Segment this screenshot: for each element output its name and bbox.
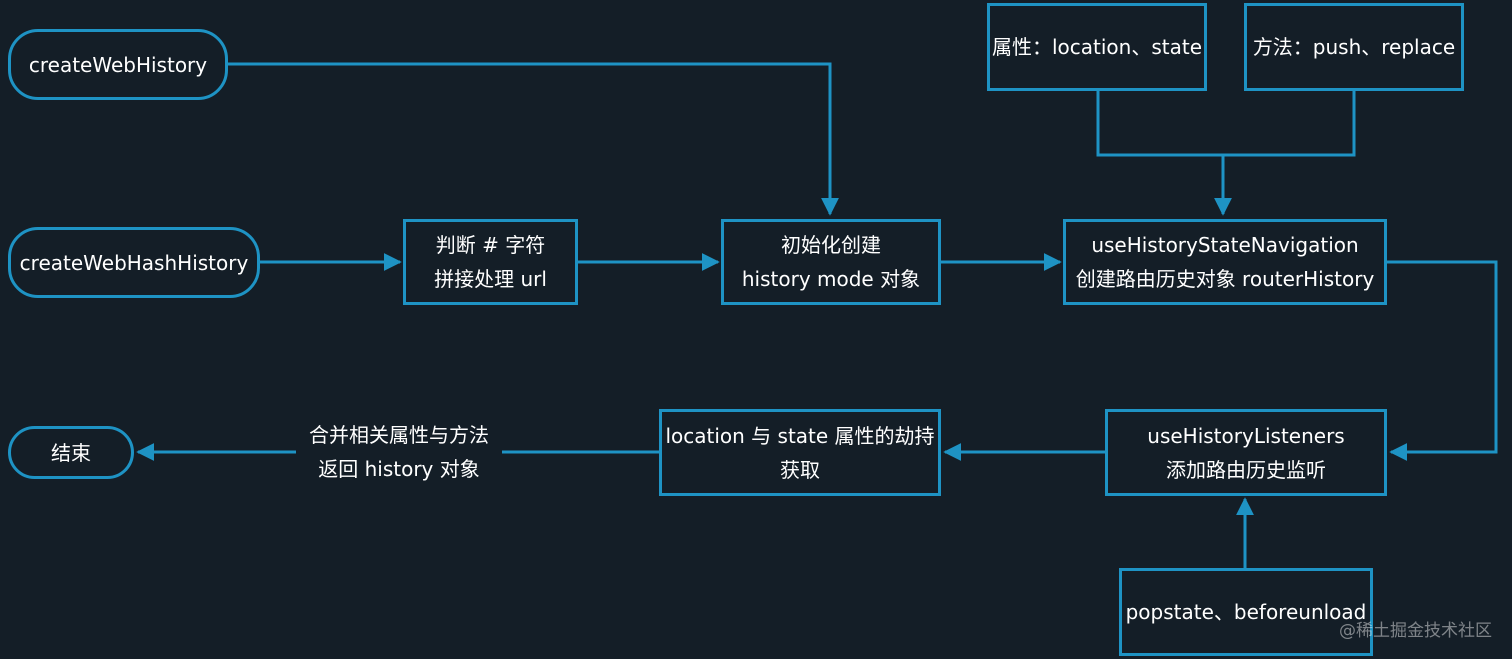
- end-label: 结束: [51, 440, 91, 465]
- create-web-history-node: createWebHistory: [8, 29, 228, 100]
- hash-check-line-2: 拼接处理 url: [434, 267, 547, 291]
- hijack-node: location 与 state 属性的劫持 获取: [659, 409, 941, 496]
- init-create-line-1: 初始化创建: [781, 233, 881, 257]
- use-listeners-line-1: useHistoryListeners: [1147, 423, 1345, 448]
- hash-check-line-1: 判断 # 字符: [435, 233, 546, 257]
- create-web-history-label: createWebHistory: [28, 52, 208, 77]
- watermark: @稀土掘金技术社区: [1339, 621, 1492, 641]
- init-create-line-2: history mode 对象: [741, 267, 921, 291]
- edge-navigation-to-listeners: [1387, 260, 1498, 461]
- use-listeners-node: useHistoryListeners 添加路由历史监听: [1105, 409, 1387, 496]
- hijack-line-1: location 与 state 属性的劫持: [665, 423, 935, 448]
- create-web-hash-history-label: createWebHashHistory: [19, 250, 249, 275]
- create-web-hash-history-node: createWebHashHistory: [8, 227, 260, 298]
- methods-node: 方法：push、replace: [1244, 3, 1464, 91]
- use-state-navigation-line-1: useHistoryStateNavigation: [1091, 233, 1359, 257]
- use-state-navigation-node: useHistoryStateNavigation 创建路由历史对象 route…: [1063, 219, 1387, 305]
- methods-label: 方法：push、replace: [1252, 35, 1456, 59]
- merge-return-line-2: 返回 history 对象: [318, 457, 480, 481]
- end-node: 结束: [8, 426, 134, 479]
- events-label: popstate、beforeunload: [1125, 600, 1367, 624]
- use-state-navigation-line-2: 创建路由历史对象 routerHistory: [1075, 267, 1375, 291]
- hijack-line-2: 获取: [780, 457, 820, 482]
- edge-attributes-join: [1096, 91, 1356, 157]
- init-create-node: 初始化创建 history mode 对象: [721, 219, 941, 305]
- hash-check-node: 判断 # 字符 拼接处理 url: [403, 219, 578, 305]
- attributes-label: 属性：location、state: [991, 35, 1203, 59]
- merge-return-line-1: 合并相关属性与方法: [309, 423, 489, 447]
- use-listeners-line-2: 添加路由历史监听: [1166, 457, 1326, 482]
- merge-return-label: 合并相关属性与方法 返回 history 对象: [296, 418, 502, 486]
- edge-webhistory-to-init: [228, 62, 839, 216]
- attributes-node: 属性：location、state: [987, 3, 1207, 91]
- events-node: popstate、beforeunload: [1119, 568, 1373, 656]
